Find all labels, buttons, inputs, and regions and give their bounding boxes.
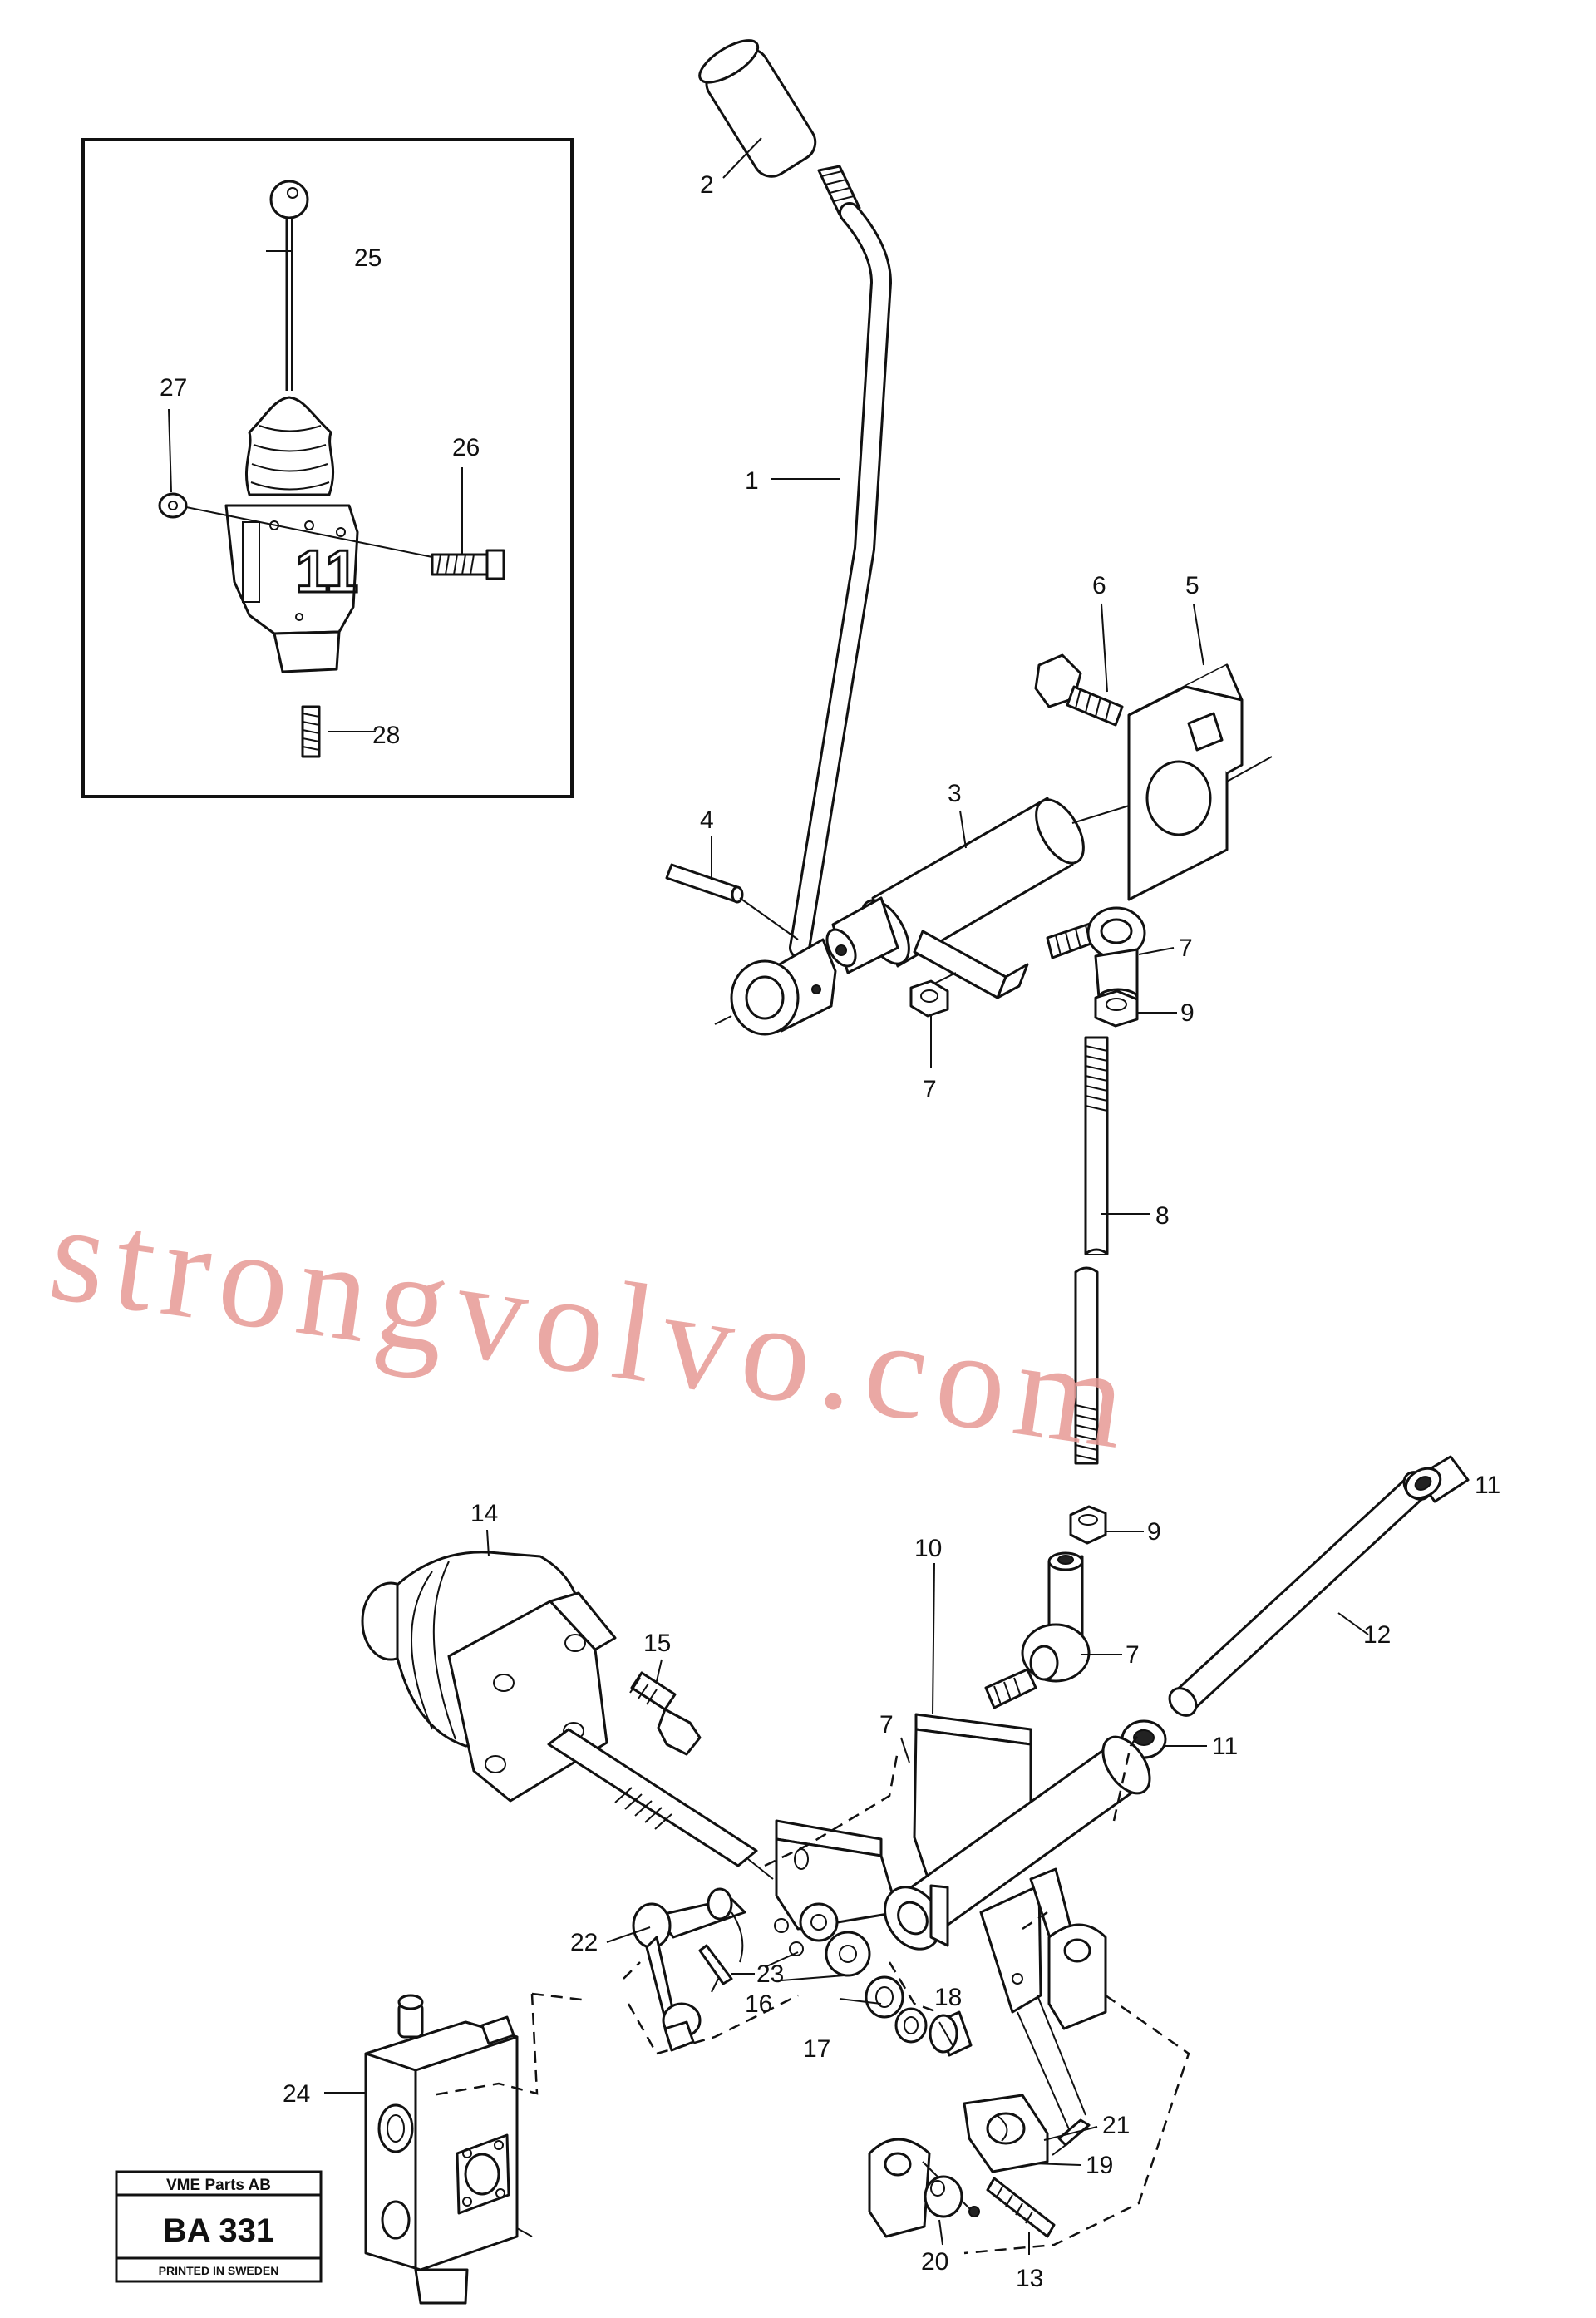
label-24: 24 xyxy=(283,2080,310,2108)
cotter-pin-21 xyxy=(1052,2118,1091,2156)
leader-lines xyxy=(168,137,1369,2255)
cotter-pin-23 xyxy=(698,1944,733,1993)
label-5: 5 xyxy=(1185,572,1199,599)
cross-shaft-10 xyxy=(775,1713,1151,2138)
badge-code: BA 331 xyxy=(163,2212,274,2249)
pin-13 xyxy=(986,2177,1056,2238)
watermark-text: strongvolvo.com xyxy=(42,1174,1145,1479)
label-7-lower-nut: 7 xyxy=(923,1076,937,1103)
clevis-group xyxy=(868,1923,1107,2238)
rod-12 xyxy=(1168,1471,1432,1717)
label-21: 21 xyxy=(1102,2112,1130,2139)
label-8: 8 xyxy=(1155,1202,1170,1230)
label-26: 26 xyxy=(452,434,480,461)
label-17: 17 xyxy=(803,2035,830,2063)
label-27: 27 xyxy=(160,374,187,402)
label-25: 25 xyxy=(354,244,382,272)
ball-joint-upper xyxy=(1046,906,1146,1008)
nut-9-lower xyxy=(1069,1505,1107,1545)
badge-company: VME Parts AB xyxy=(166,2177,271,2194)
ball-joint-lower xyxy=(984,1551,1091,1709)
label-20: 20 xyxy=(921,2248,948,2276)
label-9-lower: 9 xyxy=(1147,1518,1161,1546)
label-15: 15 xyxy=(643,1630,671,1657)
label-19: 19 xyxy=(1086,2152,1113,2179)
badge-printed: PRINTED IN SWEDEN xyxy=(159,2264,279,2277)
bushing-11-upper xyxy=(1404,1455,1470,1503)
label-4: 4 xyxy=(700,806,714,834)
label-7-ball-joint: 7 xyxy=(1126,1641,1140,1669)
clevis-19 xyxy=(963,2094,1049,2173)
valve-24 xyxy=(364,1994,533,2305)
svg-text:11: 11 xyxy=(295,539,358,605)
inset-joystick-box: 11 xyxy=(81,138,574,798)
label-28: 28 xyxy=(372,722,400,749)
cylinder-14 xyxy=(361,1551,774,1880)
part-number-labels: 25 27 26 28 2 1 3 4 5 6 7 9 7 8 9 7 10 7… xyxy=(160,171,1500,2292)
label-7-cross: 7 xyxy=(879,1711,894,1738)
label-10: 10 xyxy=(914,1535,942,1562)
washers-16-17 xyxy=(774,1902,928,2044)
nut-9-upper xyxy=(1094,989,1139,1028)
bracket-5 xyxy=(1127,663,1273,901)
label-12: 12 xyxy=(1363,1621,1391,1649)
label-13: 13 xyxy=(1016,2265,1043,2292)
pin-4 xyxy=(665,863,799,940)
roller-18 xyxy=(929,2010,973,2057)
label-16: 16 xyxy=(745,1990,772,2018)
label-14: 14 xyxy=(470,1500,498,1527)
screw-15 xyxy=(629,1671,702,1756)
label-2: 2 xyxy=(700,171,714,199)
dashed-lines xyxy=(431,1729,1190,2255)
nut-7-lower xyxy=(909,979,949,1018)
label-22: 22 xyxy=(570,1929,598,1956)
shaft-bearing-3 xyxy=(825,789,1181,999)
label-9-upper: 9 xyxy=(1180,999,1195,1027)
control-lever xyxy=(698,39,892,1036)
label-11-lower: 11 xyxy=(1212,1733,1238,1760)
washer-20 xyxy=(924,2175,963,2218)
lever-22 xyxy=(632,1887,746,2052)
label-11-upper: 11 xyxy=(1475,1472,1500,1499)
label-7-upper: 7 xyxy=(1179,935,1193,962)
label-6: 6 xyxy=(1092,572,1106,599)
label-1: 1 xyxy=(745,467,759,495)
screw-6 xyxy=(1034,653,1124,727)
label-3: 3 xyxy=(948,780,962,807)
label-23: 23 xyxy=(756,1960,784,1988)
label-18: 18 xyxy=(934,1984,962,2011)
doc-badge: VME Parts AB BA 331 PRINTED IN SWEDEN xyxy=(115,2170,323,2283)
rod-8 xyxy=(1074,1036,1109,1465)
